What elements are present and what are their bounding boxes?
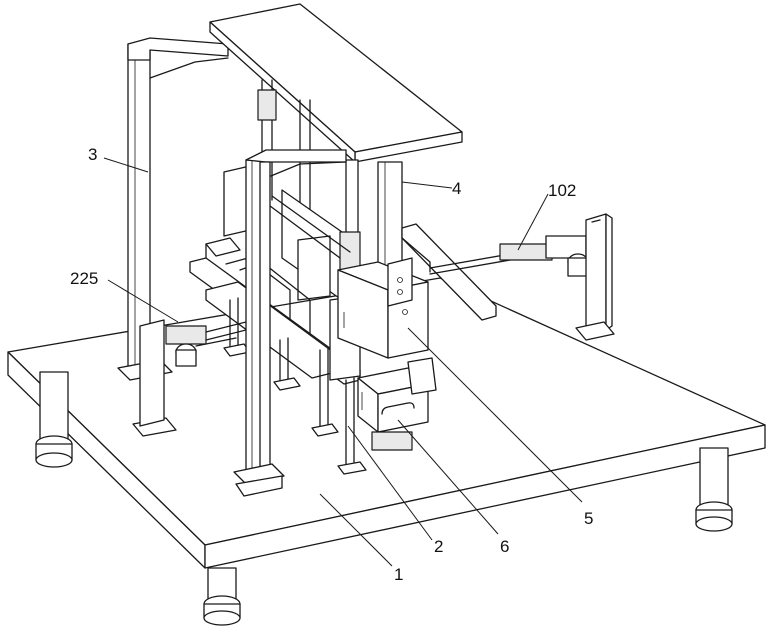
callout-6: 6 — [500, 537, 509, 556]
box-unit — [337, 257, 429, 359]
callout-102: 102 — [548, 181, 576, 200]
callout-labels: 3 225 4 102 5 6 2 1 — [70, 145, 593, 584]
top-plate — [209, 3, 463, 211]
callout-3: 3 — [88, 145, 97, 164]
inner-mechanism — [223, 165, 361, 301]
callout-5: 5 — [584, 509, 593, 528]
right-rail — [401, 223, 511, 321]
drawer-unit — [357, 357, 437, 451]
right-cylinder-102 — [499, 213, 615, 341]
callout-225: 225 — [70, 269, 98, 288]
front-gantry-frame — [233, 149, 347, 497]
left-cylinder-225 — [139, 317, 263, 427]
callout-1: 1 — [394, 565, 403, 584]
callout-2: 2 — [434, 537, 443, 556]
callout-4: 4 — [452, 179, 461, 198]
support-legs — [35, 371, 733, 626]
leader-lines — [103, 157, 583, 567]
